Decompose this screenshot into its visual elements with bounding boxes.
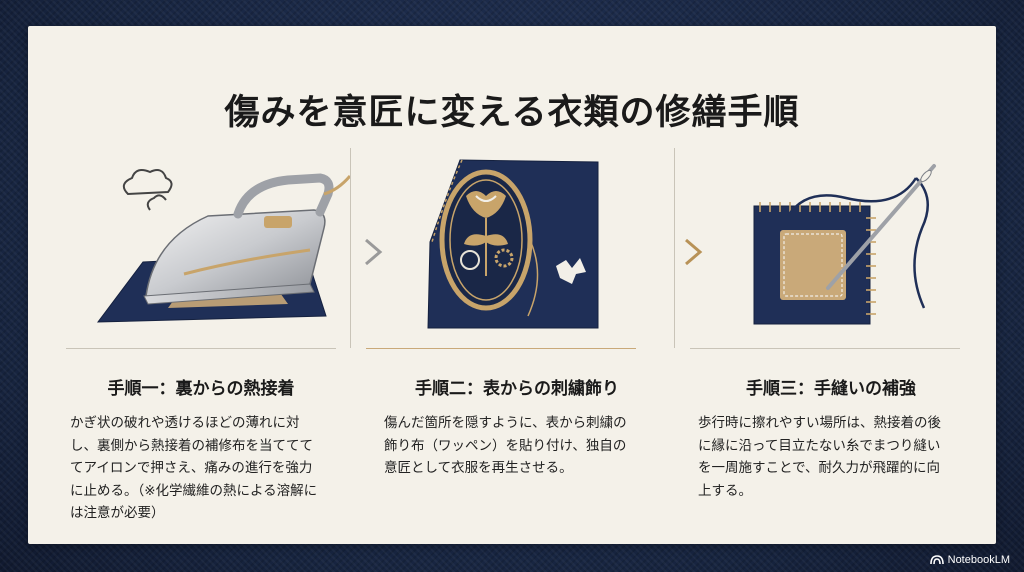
column-underline-2 [366,348,636,349]
step-2-heading: 手順二：表からの刺繍飾り [415,379,619,399]
embroidered-patch-icon [427,159,599,329]
step-1-description: かぎ状の破れや透けるほどの薄れに対し、裏側から熱接着の補修布を当ててててアイロン… [70,415,318,521]
needle-thread-patch-icon [753,164,936,325]
column-divider-1 [350,148,351,348]
step-3-heading: 手順三：手縫いの補強 [746,379,916,399]
page-title: 傷みを意匠に変える衣類の修繕手順 [224,93,800,133]
column-divider-2 [674,148,675,348]
arrow-right-icon [322,238,383,266]
step-2-description: 傷んだ箇所を隠すように、表から刺繍の飾り布（ワッペン）を貼り付け、独自の意匠とし… [384,415,627,476]
column-underline-3 [690,348,960,349]
step-1-heading: 手順一：裏からの熱接着 [107,379,295,399]
arrow-right-icon [642,238,703,266]
infographic-card: 傷みを意匠に変える衣類の修繕手順 [28,26,996,544]
step-3-description: 歩行時に擦れやすい場所は、熱接着の後に縁に沿って目立たない糸でまつり縫いを一周施… [698,415,941,499]
notebooklm-badge: NotebookLM [929,554,1010,566]
column-underline-1 [66,348,336,349]
notebooklm-label: NotebookLM [947,554,1010,566]
notebooklm-logo-icon [929,555,944,565]
steam-iron-icon [96,169,352,323]
